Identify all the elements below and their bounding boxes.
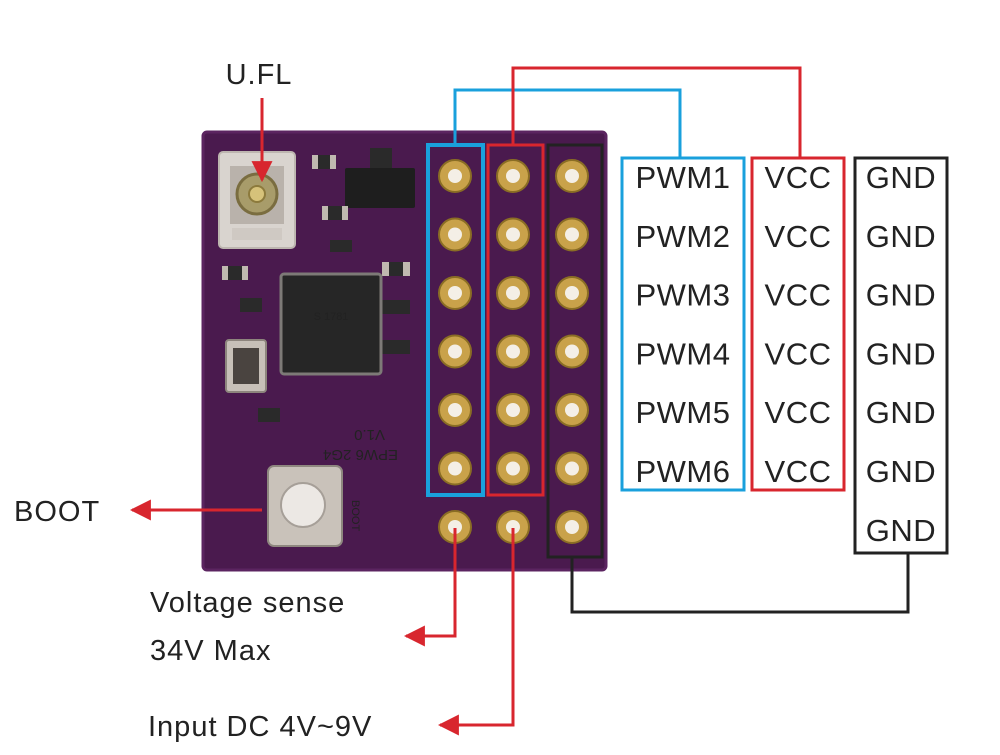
pin-headers xyxy=(438,159,589,544)
pin-hole-center xyxy=(565,169,579,183)
gnd-wire xyxy=(570,553,910,614)
pwm-pin-label: PWM2 xyxy=(636,219,731,254)
gnd-pin-label: GND xyxy=(866,160,936,195)
boot-button xyxy=(267,465,343,547)
ufl-connector xyxy=(218,151,296,249)
vcc-header-box xyxy=(486,143,545,497)
pcb-board: S 1781 V1.0 EPW6 2G4 BOOT xyxy=(201,130,608,572)
pin-hole-center xyxy=(448,403,462,417)
pin-hole-center xyxy=(448,520,462,534)
ufl-label: U.FL xyxy=(226,59,293,91)
ufl-callout: U.FL xyxy=(226,59,293,183)
pin-hole-center xyxy=(565,403,579,417)
pwm-pin-label: PWM4 xyxy=(636,336,731,371)
pin-hole-center xyxy=(506,461,520,476)
pwm-wire xyxy=(453,88,682,158)
boot-label: BOOT xyxy=(14,496,100,528)
pin-hole-center xyxy=(506,344,520,359)
pin-hole-center xyxy=(565,461,579,476)
pin-hole-center xyxy=(448,461,462,476)
pin-hole-center xyxy=(506,286,520,300)
main-chip: S 1781 xyxy=(279,272,383,376)
pin-hole-center xyxy=(448,286,462,300)
vcc-label-box xyxy=(750,156,846,492)
input-dc-arrow xyxy=(437,528,515,736)
pwm-pin-label: PWM3 xyxy=(636,278,731,313)
pin-hole-center xyxy=(448,227,462,242)
gnd-pin-label: GND xyxy=(866,454,936,489)
vcc-wire xyxy=(511,66,802,158)
pin-hole-center xyxy=(506,227,520,242)
vcc-pin-label: VCC xyxy=(765,278,832,313)
pin-hole-center xyxy=(506,169,520,183)
pin-hole-center xyxy=(506,520,520,534)
pin-hole-center xyxy=(565,344,579,359)
silk-boot: BOOT xyxy=(349,500,361,531)
pwm-pin-label: PWM1 xyxy=(636,160,731,195)
vcc-pin-label: VCC xyxy=(765,336,832,371)
smd-components xyxy=(222,148,415,422)
gnd-pin-label: GND xyxy=(866,278,936,313)
gnd-header-box xyxy=(546,143,604,559)
pin-hole-center xyxy=(565,227,579,242)
voltage-max-label: 34V Max xyxy=(150,635,271,667)
vcc-pin-label: VCC xyxy=(765,160,832,195)
pin-hole-center xyxy=(565,286,579,300)
gnd-pin-label: GND xyxy=(866,336,936,371)
gnd-pin-label: GND xyxy=(866,513,936,548)
vcc-pin-label: VCC xyxy=(765,395,832,430)
pin-hole-center xyxy=(506,403,520,417)
gnd-pin-label: GND xyxy=(866,219,936,254)
voltage-sense-arrow xyxy=(403,528,457,647)
pin-hole-center xyxy=(448,344,462,359)
vcc-pin-label: VCC xyxy=(765,454,832,489)
gnd-pin-label: GND xyxy=(866,395,936,430)
voltage-sense-callout: Voltage sense 34V Max xyxy=(150,528,457,667)
pwm-pin-label: PWM5 xyxy=(636,395,731,430)
input-dc-label: Input DC 4V~9V xyxy=(148,711,372,743)
gnd-label-box xyxy=(853,156,949,555)
voltage-sense-label: Voltage sense xyxy=(150,587,345,619)
pwm-pin-label: PWM6 xyxy=(636,454,731,489)
boot-callout: BOOT xyxy=(14,496,262,528)
input-dc-callout: Input DC 4V~9V xyxy=(148,528,515,743)
pin-hole-center xyxy=(448,169,462,183)
silk-name: EPW6 2G4 xyxy=(323,446,398,463)
silk-version: V1.0 xyxy=(354,426,385,443)
vcc-pin-label: VCC xyxy=(765,219,832,254)
pin-hole-center xyxy=(565,520,579,534)
pwm-label-box xyxy=(620,156,746,492)
crystal xyxy=(225,339,267,393)
chip-marking: S 1781 xyxy=(314,311,349,323)
